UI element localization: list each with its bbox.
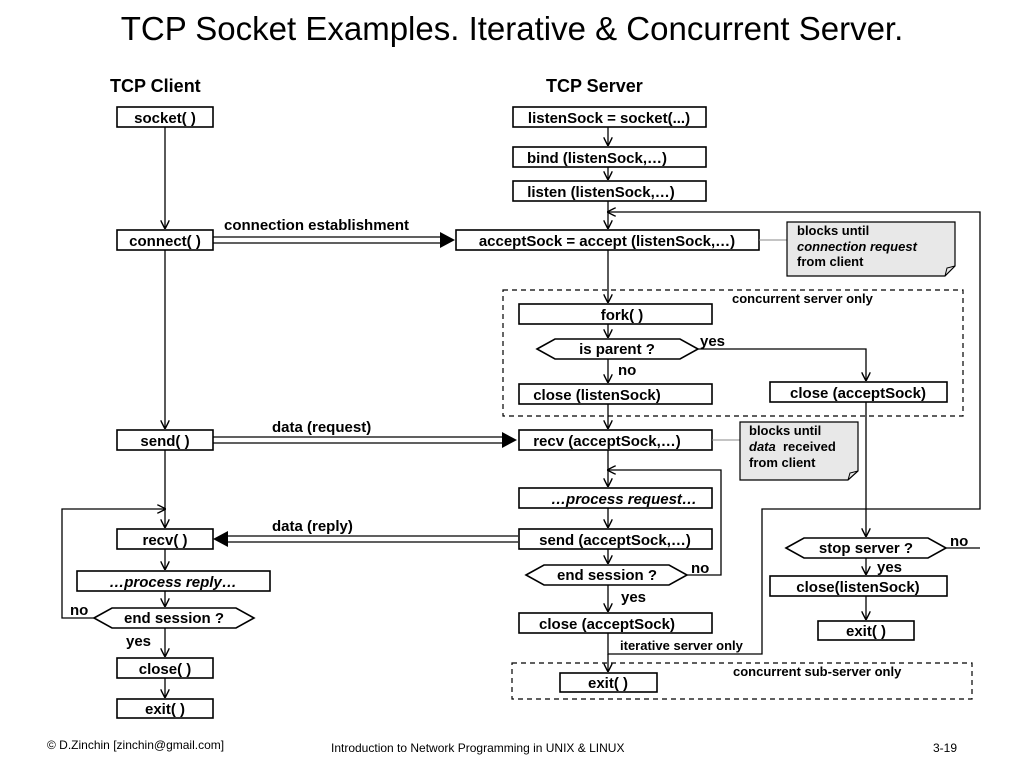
close-accept-parent-box: close (acceptSock) [769, 381, 948, 403]
footer-course: Introduction to Network Programming in U… [331, 741, 625, 755]
client-socket-box: socket( ) [116, 106, 214, 128]
client-loop-arrow [61, 509, 165, 619]
process-request-box: …process request… [518, 487, 713, 509]
close-listen-box: close (listenSock) [518, 383, 713, 405]
close-accept-box: close (acceptSock) [518, 612, 713, 634]
client-yes-label: yes [126, 633, 151, 650]
bind-box: bind (listenSock,…) [512, 146, 707, 168]
server-exit-final-box: exit( ) [817, 620, 915, 641]
svg-text:send( ): send( ) [140, 433, 189, 450]
stop-server-decision: stop server ? [784, 537, 948, 559]
svg-text:blocks until: blocks until [797, 223, 869, 238]
client-close-box: close( ) [116, 657, 214, 679]
server-end-session-decision: end session ? [524, 564, 689, 586]
fork-no-label: no [618, 362, 636, 379]
svg-text:…process reply…: …process reply… [109, 574, 237, 591]
recv-note: blocks until data received from client [739, 421, 859, 481]
client-connect-box: connect( ) [116, 229, 214, 251]
svg-text:fork( ): fork( ) [601, 307, 644, 324]
svg-text:connection request: connection request [797, 239, 918, 254]
svg-text:listenSock = socket(...): listenSock = socket(...) [528, 110, 690, 127]
concurrent-server-region [502, 289, 964, 417]
svg-text:data (reply): data (reply) [272, 518, 353, 535]
svg-text:exit( ): exit( ) [145, 701, 185, 718]
fork-box: fork( ) [518, 303, 713, 325]
svg-text:end session ?: end session ? [557, 567, 657, 584]
svg-text:blocks until: blocks until [749, 423, 821, 438]
svg-text:acceptSock = accept (listenSoc: acceptSock = accept (listenSock,…) [479, 233, 735, 250]
client-heading: TCP Client [110, 76, 201, 96]
server-recv-box: recv (acceptSock,…) [518, 429, 713, 451]
session-no-label: no [691, 560, 709, 577]
svg-text:exit( ): exit( ) [588, 675, 628, 692]
svg-text:data: data [749, 439, 776, 454]
stop-yes-label: yes [877, 559, 902, 576]
svg-text:close( ): close( ) [139, 661, 192, 678]
svg-text:end session ?: end session ? [124, 610, 224, 627]
server-send-box: send (acceptSock,…) [518, 528, 713, 550]
footer-author: © D.Zinchin [zinchin@gmail.com] [47, 738, 225, 752]
svg-text:listen (listenSock,…): listen (listenSock,…) [527, 184, 675, 201]
connection-link: connection establishment [213, 217, 455, 248]
svg-text:socket( ): socket( ) [134, 110, 196, 127]
client-no-label: no [70, 602, 88, 619]
svg-text:data (request): data (request) [272, 419, 371, 436]
listen-socket-box: listenSock = socket(...) [512, 106, 707, 128]
yes-branch-arrow [698, 348, 866, 380]
client-send-box: send( ) [116, 429, 214, 451]
concurrent-sub-server-region [511, 662, 973, 700]
footer-page-number: 3-19 [933, 741, 958, 755]
svg-text:from client: from client [749, 455, 816, 470]
concurrent-sub-server-label: concurrent sub-server only [733, 664, 902, 679]
listen-box: listen (listenSock,…) [512, 180, 707, 202]
stop-no-label: no [950, 533, 968, 550]
svg-text:exit( ): exit( ) [846, 623, 886, 640]
session-loop-arrow [608, 470, 722, 576]
accept-note: blocks until connection request from cli… [786, 221, 956, 277]
session-yes-label: yes [621, 589, 646, 606]
svg-text:close(listenSock): close(listenSock) [796, 579, 919, 596]
svg-text:is parent ?: is parent ? [579, 341, 655, 358]
client-end-session-decision: end session ? [92, 607, 256, 629]
svg-text:connection establishment: connection establishment [224, 217, 409, 234]
client-recv-box: recv( ) [116, 528, 214, 550]
svg-text:…process request…: …process request… [551, 491, 697, 508]
close-listen-final-box: close(listenSock) [769, 575, 948, 597]
svg-text:close (listenSock): close (listenSock) [533, 387, 661, 404]
server-heading: TCP Server [546, 76, 643, 96]
svg-text:from client: from client [797, 254, 864, 269]
data-reply-link: data (reply) [213, 518, 518, 547]
is-parent-decision: is parent ? [535, 338, 700, 360]
svg-text:recv (acceptSock,…): recv (acceptSock,…) [533, 433, 681, 450]
svg-text:connect( ): connect( ) [129, 233, 201, 250]
concurrent-server-label: concurrent server only [732, 291, 874, 306]
data-request-link: data (request) [213, 419, 517, 448]
svg-text:send (acceptSock,…): send (acceptSock,…) [539, 532, 691, 549]
client-process-reply-box: …process reply… [76, 570, 271, 592]
client-exit-box: exit( ) [116, 698, 214, 719]
accept-box: acceptSock = accept (listenSock,…) [455, 229, 760, 251]
server-exit-box: exit( ) [559, 672, 658, 693]
svg-text:received: received [783, 439, 836, 454]
iterative-server-label: iterative server only [620, 638, 744, 653]
svg-text:bind (listenSock,…): bind (listenSock,…) [527, 150, 667, 167]
slide-title: TCP Socket Examples. Iterative & Concurr… [120, 10, 904, 47]
svg-text:recv( ): recv( ) [142, 532, 187, 549]
fork-yes-label: yes [700, 333, 725, 350]
svg-text:close (acceptSock): close (acceptSock) [539, 616, 675, 633]
svg-text:close (acceptSock): close (acceptSock) [790, 385, 926, 402]
svg-text:stop server ?: stop server ? [819, 540, 913, 557]
